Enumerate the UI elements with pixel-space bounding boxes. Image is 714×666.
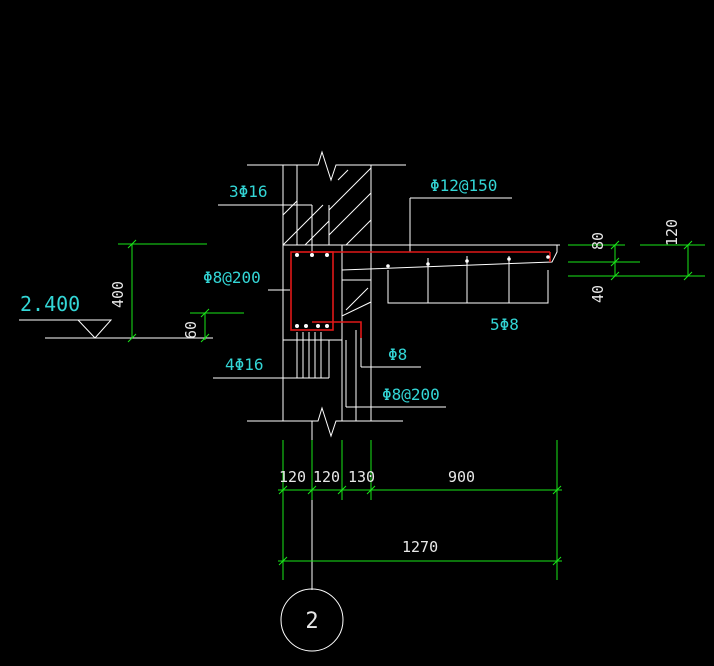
dimension-text: 400 60 80 40 120 120 120 130 900 1270	[109, 219, 681, 556]
label-slab-dist: 5Φ8	[490, 315, 519, 334]
label-hook-bar: Φ8	[388, 345, 407, 364]
brick-hatch-top	[282, 167, 372, 246]
dim-60: 60	[182, 321, 200, 339]
rebar	[290, 251, 551, 338]
top-break-line	[247, 150, 406, 182]
dim-1270: 1270	[402, 538, 438, 556]
dim-130: 130	[348, 468, 375, 486]
dim-120a: 120	[279, 468, 306, 486]
bottom-break-line	[247, 406, 403, 438]
dim-80: 80	[589, 232, 607, 250]
dim-120b: 120	[313, 468, 340, 486]
dim-900: 900	[448, 468, 475, 486]
label-slab-top: Φ12@150	[430, 176, 497, 195]
structure-lines	[19, 150, 560, 652]
axis-label: 2	[305, 609, 318, 634]
slab-outline	[341, 245, 558, 271]
dim-400: 400	[109, 281, 127, 308]
label-bottom-bars: 4Φ16	[225, 355, 264, 374]
dim-120-right: 120	[663, 219, 681, 246]
label-stirrup2: Φ8@200	[382, 385, 440, 404]
dim-40: 40	[589, 285, 607, 303]
label-beam-stirrup: Φ8@200	[203, 268, 261, 287]
annotations: 3Φ16 Φ8@200 4Φ16 Φ12@150 5Φ8 Φ8 Φ8@200 2…	[20, 176, 519, 404]
haunch	[341, 279, 372, 317]
axis-circle	[280, 588, 344, 652]
slab-dist-box	[387, 270, 549, 304]
label-top-bars: 3Φ16	[229, 182, 268, 201]
rebar-dots	[295, 253, 550, 328]
hook-bar	[312, 321, 362, 338]
elevation-value: 2.400	[20, 292, 80, 316]
dimension-lines	[118, 239, 705, 580]
